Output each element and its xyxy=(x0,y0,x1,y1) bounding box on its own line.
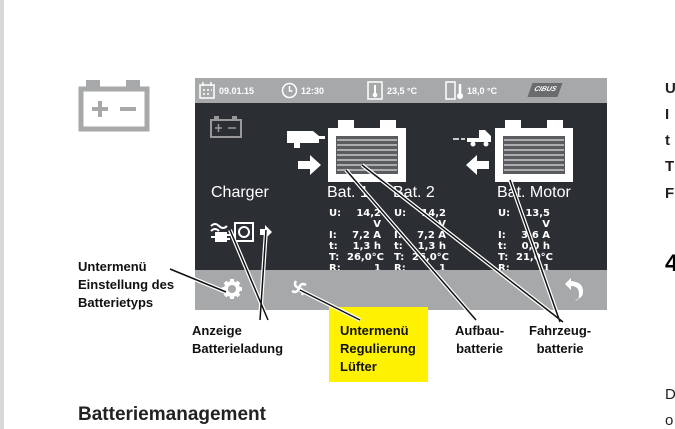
truck-icon xyxy=(453,130,491,147)
section-heading: Batteriemanagement xyxy=(78,404,266,425)
right-text: F xyxy=(665,185,675,202)
calendar-icon xyxy=(199,82,215,101)
right-text: D xyxy=(665,386,675,403)
fan-icon xyxy=(234,222,254,242)
back-icon[interactable] xyxy=(563,276,583,302)
highlight xyxy=(329,307,428,382)
date: 09.01.15 xyxy=(219,86,255,96)
thermometer-outside-icon xyxy=(445,81,465,102)
charger-label: Charger xyxy=(211,184,269,201)
time: 12:30 xyxy=(301,86,325,96)
temperature-outside: 18,0 °C xyxy=(467,86,498,96)
arrow-right-icon xyxy=(298,155,321,175)
right-text: U xyxy=(665,80,675,97)
temperature-inside: 23,5 °C xyxy=(387,86,418,96)
status-bar: 09.01.15 12:30 23,5 °C 18,0 °C CIBUS xyxy=(195,78,607,103)
thermometer-inside-icon xyxy=(367,81,383,102)
battery-type-icon xyxy=(210,116,242,138)
gear-icon[interactable] xyxy=(221,278,243,300)
right-text: o xyxy=(665,412,674,429)
battery-icon xyxy=(78,80,150,132)
clock-icon xyxy=(281,82,298,101)
battery-aufbau-icon xyxy=(328,120,406,182)
plug-icon xyxy=(210,223,230,242)
callout-fahrzeugbatterie: Fahrzeug-batterie xyxy=(529,323,592,356)
bat2-values: U:14,2 V I:7,2 A t:1,3 h T:26,0°C R:1 xyxy=(394,208,450,274)
page-margin-line xyxy=(0,0,4,429)
right-text: 4 xyxy=(665,250,675,277)
bat1-values: U:14,2 V I:7,2 A t:1,3 h T:26,0°C R:1 xyxy=(329,208,385,274)
batmotor-values: U:13,5 V I:3,6 A t:0,0 h T:21,0°C R:1 xyxy=(498,208,554,274)
right-text: T xyxy=(665,158,675,175)
caravan-icon xyxy=(287,131,325,148)
battery-motor-icon xyxy=(495,120,573,182)
right-text: t xyxy=(665,132,670,149)
callout-aufbaubatterie: Aufbau-batterie xyxy=(455,323,505,356)
bat1-label: Bat. 1 xyxy=(327,184,369,201)
arrow-left-icon xyxy=(466,155,489,175)
right-text: I xyxy=(665,106,670,123)
